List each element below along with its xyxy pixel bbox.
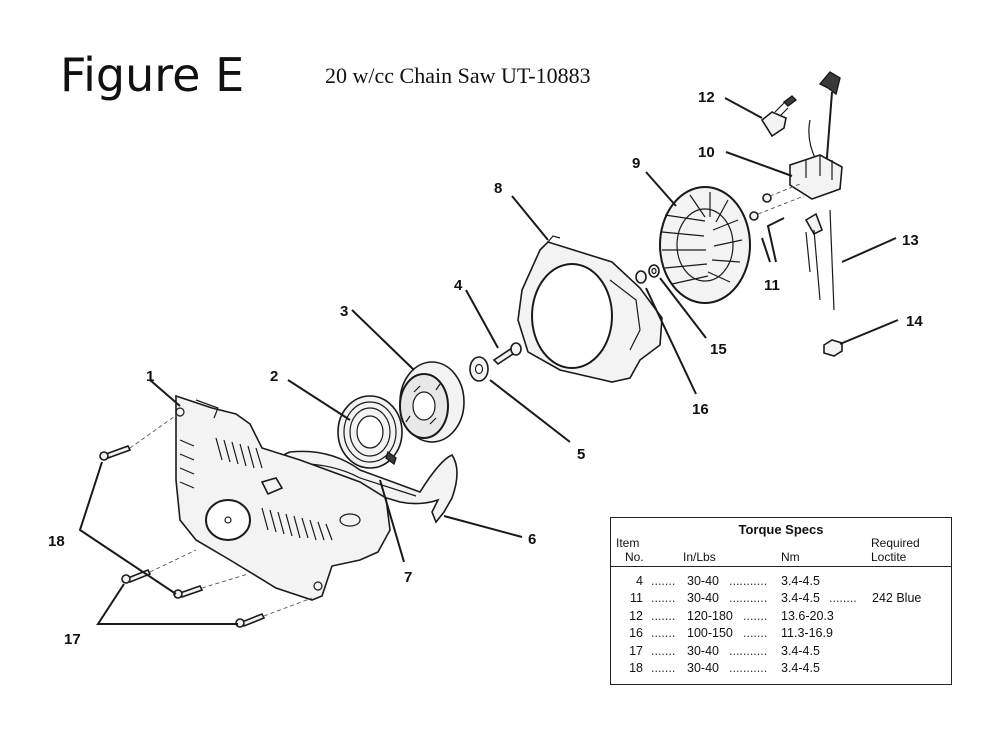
nut-part-14 bbox=[823, 339, 843, 357]
ignition-module-part bbox=[789, 71, 843, 311]
callout-9: 9 bbox=[632, 155, 640, 172]
callout-16: 16 bbox=[692, 401, 709, 418]
dot-leader: ........... bbox=[729, 591, 768, 606]
row-item-no: 18 bbox=[629, 661, 643, 675]
row-item-no: 17 bbox=[629, 643, 643, 658]
callout-3: 3 bbox=[340, 303, 348, 320]
callout-12: 12 bbox=[698, 89, 715, 106]
callout-5: 5 bbox=[577, 446, 585, 463]
header-required: Required bbox=[871, 536, 920, 550]
row-in-lbs: 100-150 bbox=[687, 626, 733, 641]
dot-leader: ....... bbox=[651, 608, 676, 623]
header-nm: Nm bbox=[781, 550, 800, 564]
torque-table-row: 11....... 30-40........... 3.4-4.5........… bbox=[611, 591, 951, 608]
callout-15: 15 bbox=[710, 341, 727, 358]
dot-leader: ....... bbox=[743, 608, 768, 623]
dot-leader: ........... bbox=[729, 574, 768, 588]
row-in-lbs: 120-180 bbox=[687, 608, 733, 623]
callout-10: 10 bbox=[698, 144, 715, 161]
bolt-part-4 bbox=[492, 342, 522, 366]
torque-table-row: 16....... 100-150....... 11.3-16.9 bbox=[611, 626, 951, 643]
flywheel-part bbox=[659, 186, 751, 304]
callout-2: 2 bbox=[270, 368, 278, 385]
table-divider bbox=[611, 566, 951, 567]
row-item-no: 11 bbox=[630, 591, 643, 606]
dot-leader: ....... bbox=[651, 591, 676, 606]
header-in-lbs: In/Lbs bbox=[683, 550, 716, 564]
screw-part-17 bbox=[121, 568, 266, 628]
torque-table-row: 4....... 30-40........... 3.4-4.5 bbox=[611, 574, 951, 591]
torque-table-caption: Torque Specs bbox=[738, 522, 824, 537]
washer-part-15 bbox=[648, 264, 660, 278]
dot-leader: ....... bbox=[651, 626, 676, 641]
nut-part-16 bbox=[635, 270, 647, 284]
callout-6: 6 bbox=[528, 531, 536, 548]
row-item-no: 4 bbox=[636, 574, 643, 588]
callout-17: 17 bbox=[64, 631, 81, 648]
callout-13: 13 bbox=[902, 232, 919, 249]
callout-18: 18 bbox=[48, 533, 65, 550]
figure-title: Figure E bbox=[60, 48, 245, 102]
callouts: 1 2 3 4 5 6 7 8 9 10 11 12 13 14 15 16 1… bbox=[48, 89, 923, 648]
screw-part-11 bbox=[749, 193, 772, 221]
row-nm: 3.4-4.5 bbox=[781, 591, 820, 606]
dot-leader: ........... bbox=[729, 661, 768, 675]
dot-leader: ....... bbox=[743, 626, 768, 641]
header-no: No. bbox=[625, 550, 644, 564]
torque-table-row: 18....... 30-40........... 3.4-4.5 bbox=[611, 661, 951, 678]
dot-leader: ....... bbox=[651, 661, 676, 675]
alignment-lines bbox=[129, 183, 805, 617]
dot-leader: ....... bbox=[651, 574, 676, 588]
header-loctite: Loctite bbox=[871, 550, 907, 564]
leader-lines bbox=[78, 97, 899, 625]
row-item-no: 12 bbox=[629, 608, 643, 623]
torque-table-row: 17....... 30-40........... 3.4-4.5 bbox=[611, 644, 951, 661]
row-in-lbs: 30-40 bbox=[687, 591, 719, 606]
row-loctite: 242 Blue bbox=[872, 591, 922, 606]
spark-plug-part bbox=[760, 95, 798, 138]
dot-leader: ........... bbox=[729, 643, 768, 658]
washer-part-5 bbox=[469, 356, 489, 382]
figure-subtitle: 20 w/cc Chain Saw UT-10883 bbox=[325, 63, 591, 88]
dot-leader: ....... bbox=[651, 643, 676, 658]
row-in-lbs: 30-40 bbox=[687, 661, 719, 675]
row-in-lbs: 30-40 bbox=[687, 574, 719, 588]
callout-1: 1 bbox=[146, 368, 154, 385]
dot-leader: ........ bbox=[829, 591, 857, 606]
row-nm: 3.4-4.5 bbox=[781, 574, 820, 588]
torque-specs-table: Torque Specs Item No. In/Lbs Nm Required… bbox=[610, 517, 952, 685]
row-nm: 13.6-20.3 bbox=[781, 608, 834, 623]
callout-7: 7 bbox=[404, 569, 412, 586]
row-item-no: 16 bbox=[629, 626, 643, 641]
starter-pulley-part bbox=[399, 361, 465, 443]
callout-11: 11 bbox=[764, 277, 780, 294]
row-nm: 3.4-4.5 bbox=[781, 643, 820, 658]
screw-part-18 bbox=[99, 445, 204, 599]
row-in-lbs: 30-40 bbox=[687, 643, 719, 658]
row-nm: 3.4-4.5 bbox=[781, 661, 820, 675]
row-nm: 11.3-16.9 bbox=[781, 626, 833, 641]
header-item: Item bbox=[616, 536, 640, 550]
starter-housing-part bbox=[175, 394, 391, 601]
torque-table-row: 12....... 120-180....... 13.6-20.3 bbox=[611, 609, 951, 626]
callout-8: 8 bbox=[494, 180, 502, 197]
callout-4: 4 bbox=[454, 277, 463, 294]
fan-housing-part bbox=[517, 235, 663, 383]
recoil-spring-part bbox=[337, 395, 403, 469]
callout-14: 14 bbox=[906, 313, 923, 330]
